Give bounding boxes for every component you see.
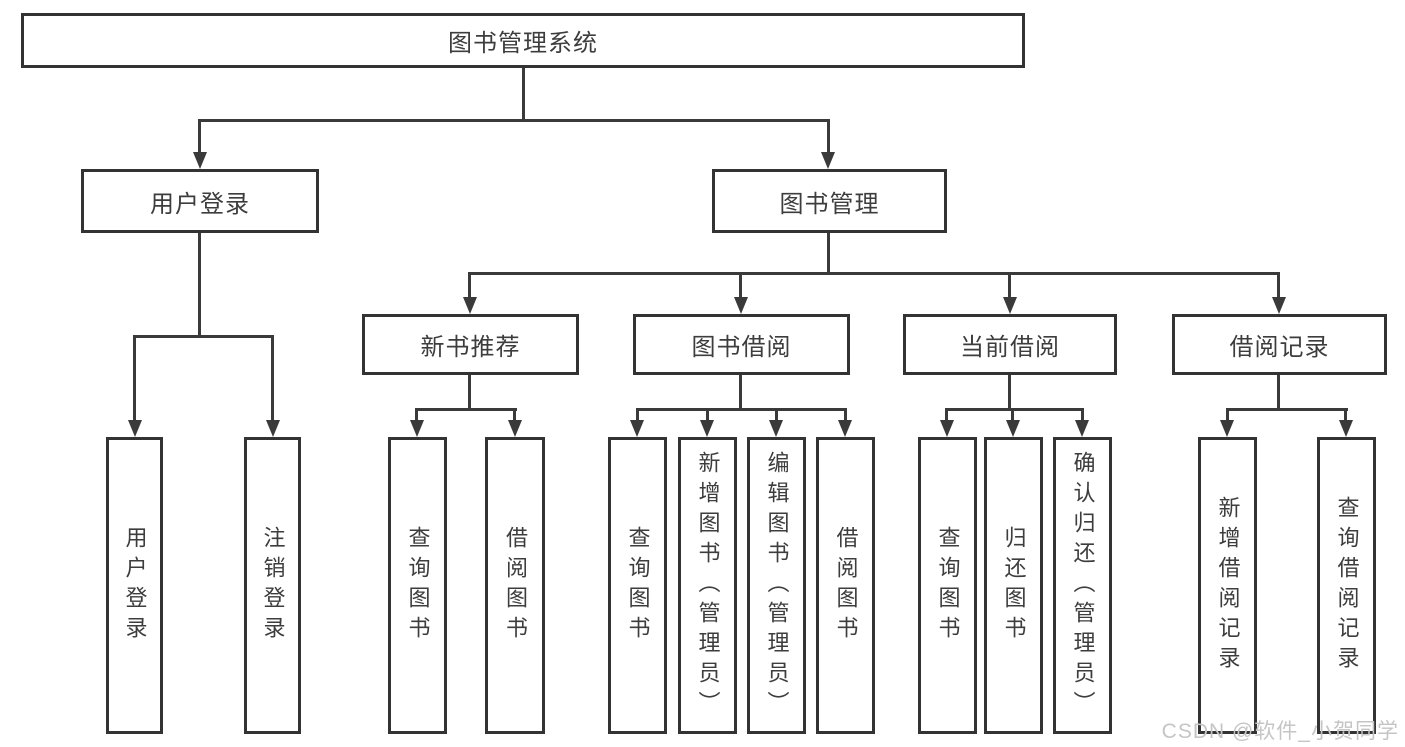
connector-line — [468, 272, 471, 299]
connector-arrow-down — [1220, 420, 1234, 437]
leaf-query-borrow-record: 查询借阅记录 — [1317, 437, 1376, 734]
connector-line — [706, 408, 709, 421]
connector-arrow-down — [1339, 420, 1353, 437]
connector-line — [636, 408, 847, 411]
connector-line — [1277, 272, 1280, 299]
connector-line — [1008, 272, 1011, 299]
connector-arrow-down — [821, 152, 835, 169]
connector-line — [271, 335, 274, 421]
leaf-query-books-recommend: 查询图书 — [388, 437, 447, 734]
connector-line — [827, 233, 830, 272]
connector-line — [513, 408, 516, 421]
connector-arrow-down — [1075, 420, 1089, 437]
connector-line — [827, 119, 830, 155]
connector-arrow-down — [630, 420, 644, 437]
node-book-management: 图书管理 — [712, 169, 947, 233]
connector-line — [198, 233, 201, 336]
leaf-add-books-admin: 新增图书（管理员） — [678, 437, 737, 734]
node-user-login: 用户登录 — [81, 169, 319, 233]
leaf-edit-books-admin: 编辑图书（管理员） — [747, 437, 806, 734]
leaf-query-books-current: 查询图书 — [918, 437, 977, 734]
connector-arrow-down — [700, 420, 714, 437]
connector-arrow-down — [463, 297, 477, 314]
connector-arrow-down — [769, 420, 783, 437]
connector-line — [468, 272, 1280, 275]
connector-line — [1277, 375, 1280, 408]
node-library-system: 图书管理系统 — [21, 13, 1025, 68]
connector-arrow-down — [838, 420, 852, 437]
connector-line — [198, 119, 830, 122]
leaf-borrow-books: 借阅图书 — [816, 437, 875, 734]
leaf-borrow-books-recommend: 借阅图书 — [485, 437, 545, 734]
node-new-book-recommend: 新书推荐 — [362, 314, 579, 375]
connector-line — [739, 272, 742, 299]
connector-arrow-down — [410, 420, 424, 437]
connector-arrow-down — [1003, 297, 1017, 314]
node-borrow-records: 借阅记录 — [1172, 314, 1387, 375]
connector-line — [198, 119, 201, 155]
connector-line — [775, 408, 778, 421]
connector-arrow-down — [266, 420, 280, 437]
node-current-borrow: 当前借阅 — [903, 314, 1117, 375]
connector-arrow-down — [193, 152, 207, 169]
connector-arrow-down — [1006, 420, 1020, 437]
connector-line — [415, 408, 418, 421]
leaf-confirm-return-admin: 确认归还（管理员） — [1053, 437, 1112, 734]
leaf-query-books-borrow: 查询图书 — [608, 437, 667, 734]
connector-arrow-down — [508, 420, 522, 437]
connector-arrow-down — [1272, 297, 1286, 314]
leaf-return-books: 归还图书 — [984, 437, 1043, 734]
node-book-borrow: 图书借阅 — [633, 314, 850, 375]
connector-line — [415, 408, 517, 411]
connector-line — [739, 375, 742, 408]
leaf-add-borrow-record: 新增借阅记录 — [1198, 437, 1257, 734]
connector-line — [1081, 408, 1084, 421]
connector-line — [522, 68, 525, 119]
connector-line — [1008, 375, 1011, 408]
connector-line — [1226, 408, 1348, 411]
connector-line — [945, 408, 1084, 411]
connector-line — [133, 335, 274, 338]
leaf-logout: 注销登录 — [244, 437, 301, 734]
csdn-watermark: CSDN @软件_小贺同学 — [1161, 720, 1399, 743]
connector-arrow-down — [940, 420, 954, 437]
leaf-user-login: 用户登录 — [106, 437, 163, 734]
connector-line — [133, 335, 136, 421]
connector-line — [844, 408, 847, 421]
connector-line — [468, 375, 471, 408]
connector-line — [1226, 408, 1229, 421]
connector-line — [1344, 408, 1347, 421]
connector-arrow-down — [128, 420, 142, 437]
connector-line — [636, 408, 639, 421]
connector-line — [1011, 408, 1014, 421]
connector-arrow-down — [734, 297, 748, 314]
connector-line — [945, 408, 948, 421]
